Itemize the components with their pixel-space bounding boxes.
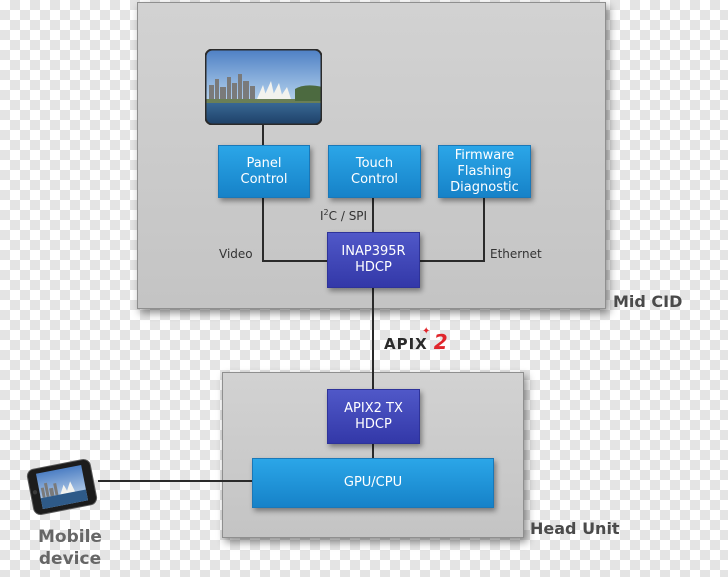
ethernet-label: Ethernet [490,247,542,261]
apix2-logo: APIX✦2 [384,326,448,354]
gpu-cpu-block: GPU/CPU [252,458,494,508]
logo-star-icon: ✦ [422,326,431,337]
apix-logo-word: APIX [384,335,428,353]
mobile-label-line2: device [38,549,102,569]
touch-control-block: Touch Control [328,145,421,198]
firmware-flashing-diagnostic-block: Firmware Flashing Diagnostic [438,145,531,198]
video-label: Video [219,247,253,261]
head-unit-label: Head Unit [530,519,620,538]
i2c-rest: C / SPI [328,209,368,223]
apix2-tx-hdcp-block: APIX2 TX HDCP [327,389,420,444]
video-line [262,196,327,262]
inap395r-hdcp-block: INAP395R HDCP [327,232,420,288]
sydney-screen-image [205,49,322,125]
mobile-label-line1: Mobile [38,527,102,547]
panel-control-block: Panel Control [218,145,310,198]
i2c-base: I [320,209,324,223]
mobile-phone-image [26,459,98,515]
mid-cid-label: Mid CID [613,292,683,311]
mobile-device-label: Mobile device [30,526,110,570]
i2c-spi-label: I2C / SPI [320,208,367,223]
ethernet-line [418,196,485,262]
apix-logo-number: 2 [433,330,448,354]
i2c-superscript: 2 [323,208,329,217]
